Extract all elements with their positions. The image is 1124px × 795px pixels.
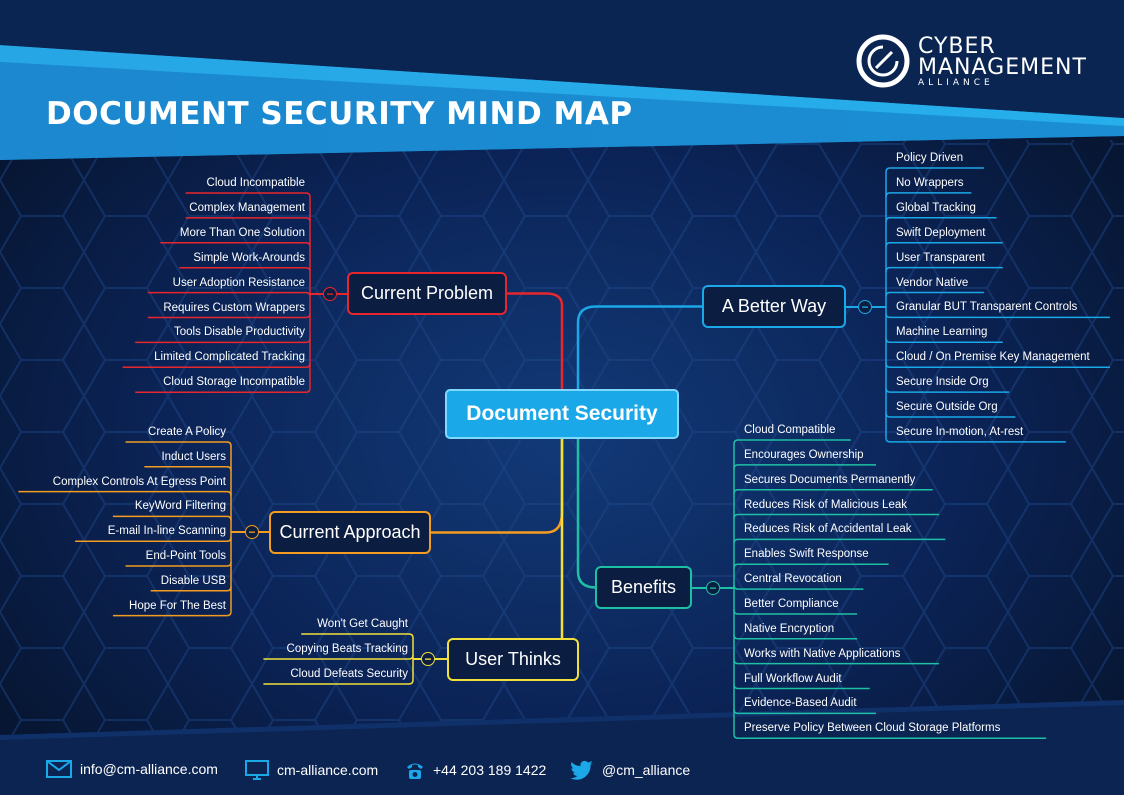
- leaf-item: Copying Beats Tracking: [286, 643, 408, 655]
- branch-node-benefits[interactable]: Benefits: [595, 566, 692, 609]
- company-logo: CYBER MANAGEMENT ALLIANCE: [856, 34, 1096, 92]
- leaf-item: Cloud Incompatible: [206, 177, 305, 189]
- telephone-icon: [407, 763, 423, 779]
- connector-line: [135, 388, 311, 393]
- branch-node-current-problem[interactable]: Current Problem: [347, 272, 507, 315]
- leaf-item: Granular BUT Transparent Controls: [896, 301, 1078, 314]
- envelope-icon: [46, 760, 72, 778]
- leaf-item: Secure In-motion, At-rest: [896, 425, 1024, 438]
- leaf-item: Requires Custom Wrappers: [163, 301, 305, 314]
- leaf-item: Cloud / On Premise Key Management: [896, 351, 1090, 364]
- leaf-item: Policy Driven: [896, 152, 964, 164]
- leaf-item: Induct Users: [161, 450, 226, 463]
- connector-line: [733, 734, 1047, 739]
- leaf-item: Secure Inside Org: [896, 376, 989, 389]
- leaf-item: Secure Outside Org: [896, 401, 998, 413]
- twitter-contact[interactable]: @cm_alliance: [570, 760, 690, 780]
- leaf-item: Cloud Defeats Security: [290, 668, 408, 680]
- leaf-item: Enables Swift Response: [744, 548, 869, 561]
- connector-line: [733, 439, 851, 445]
- leaf-item: Central Revocation: [744, 573, 842, 586]
- leaf-item: Simple Work-Arounds: [193, 251, 305, 264]
- collapse-toggle-benefits[interactable]: −: [706, 581, 720, 595]
- leaf-item: Global Tracking: [896, 201, 976, 214]
- leaf-item: Full Workflow Audit: [744, 672, 842, 685]
- branch-node-current-approach[interactable]: Current Approach: [269, 511, 431, 554]
- twitter-text: @cm_alliance: [602, 762, 691, 778]
- leaf-item: Create A Policy: [148, 426, 226, 438]
- leaf-item: Reduces Risk of Malicious Leak: [744, 498, 907, 511]
- leaf-item: Swift Deployment: [896, 226, 986, 239]
- phone-contact[interactable]: +44 203 189 1422: [405, 760, 546, 780]
- leaf-item: Machine Learning: [896, 326, 988, 339]
- leaf-item: Hope For The Best: [129, 599, 226, 612]
- leaf-item: Won't Get Caught: [317, 618, 408, 630]
- connector-line: [885, 437, 1066, 443]
- leaf-item: Complex Management: [189, 201, 305, 214]
- phone-text: +44 203 189 1422: [433, 762, 547, 778]
- leaf-item: User Transparent: [896, 251, 985, 264]
- branch-node-user-thinks[interactable]: User Thinks: [447, 638, 579, 681]
- logo-text-line1: CYBER: [918, 34, 996, 59]
- logo-text-line2: MANAGEMENT: [918, 55, 1087, 80]
- leaf-item: Tools Disable Productivity: [173, 326, 305, 339]
- leaf-item: Cloud Compatible: [744, 424, 836, 436]
- leaf-item: Works with Native Applications: [744, 647, 901, 660]
- leaf-item: E-mail In-line Scanning: [107, 525, 226, 538]
- website-text: cm-alliance.com: [277, 762, 379, 778]
- leaf-item: More Than One Solution: [179, 226, 305, 239]
- email-text: info@cm-alliance.com: [80, 761, 218, 777]
- leaf-item: Native Encryption: [744, 622, 835, 635]
- email-contact[interactable]: info@cm-alliance.com: [46, 760, 218, 778]
- leaf-item: KeyWord Filtering: [134, 500, 226, 513]
- leaf-item: Encourages Ownership: [744, 448, 864, 461]
- connector-line: [125, 441, 232, 447]
- collapse-toggle-better-way[interactable]: −: [858, 300, 872, 314]
- collapse-toggle-current-approach[interactable]: −: [245, 525, 259, 539]
- leaf-item: Disable USB: [160, 574, 226, 587]
- leaf-item: Cloud Storage Incompatible: [163, 376, 305, 389]
- leaf-item: No Wrappers: [896, 176, 964, 189]
- connector-line: [185, 192, 311, 198]
- connector-line: [885, 167, 984, 173]
- leaf-item: Better Compliance: [744, 597, 839, 610]
- leaf-item: Secures Documents Permanently: [744, 473, 916, 486]
- leaf-item: Preserve Policy Between Cloud Storage Pl…: [744, 722, 1001, 735]
- connector-line: [576, 305, 702, 389]
- connector-line: [301, 633, 414, 639]
- page-title: DOCUMENT SECURITY MIND MAP: [46, 96, 633, 132]
- leaf-item: Reduces Risk of Accidental Leak: [744, 523, 912, 536]
- monitor-icon: [245, 760, 269, 780]
- leaf-item: Complex Controls At Egress Point: [52, 475, 226, 488]
- logo-text-line3: ALLIANCE: [918, 78, 994, 88]
- leaf-item: User Adoption Resistance: [172, 276, 305, 289]
- leaf-item: End-Point Tools: [145, 550, 226, 562]
- branch-node-better-way[interactable]: A Better Way: [702, 285, 846, 328]
- website-contact[interactable]: cm-alliance.com: [245, 760, 378, 780]
- connector-line: [112, 611, 232, 617]
- cma-logo-icon: [856, 34, 910, 88]
- twitter-icon: [570, 760, 593, 780]
- leaf-item: Limited Complicated Tracking: [154, 351, 305, 364]
- connector-line: [507, 292, 564, 389]
- collapse-toggle-current-problem[interactable]: −: [323, 287, 337, 301]
- collapse-toggle-user-thinks[interactable]: −: [421, 652, 435, 666]
- connector-line: [263, 679, 414, 685]
- center-node-document-security[interactable]: Document Security: [445, 389, 679, 439]
- leaf-item: Vendor Native: [896, 276, 969, 289]
- leaf-item: Evidence-Based Audit: [744, 697, 857, 710]
